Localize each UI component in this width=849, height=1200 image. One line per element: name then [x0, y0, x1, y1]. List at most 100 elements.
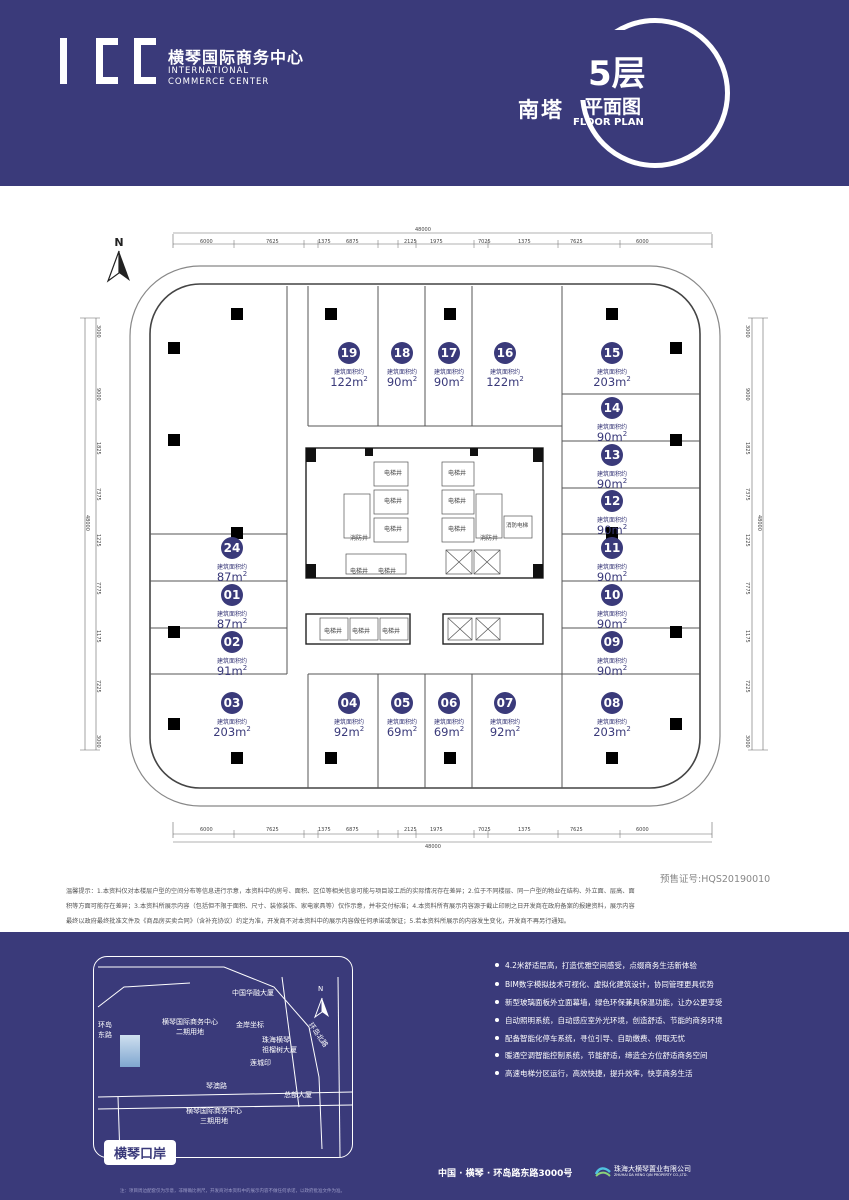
unit-area-number: 69m	[386, 725, 413, 739]
unit-area-label: 建筑面积约	[433, 719, 464, 726]
feature-7: 高速电梯分区运行，高效快捷，提升效率，快享商务生活	[495, 1069, 693, 1078]
unit-area-value: 203m2	[587, 725, 637, 739]
dim-right-9: 3000	[744, 735, 750, 748]
unit-area-value: 122m2	[324, 375, 374, 389]
map-roads	[97, 966, 352, 1157]
core-shaft-11: 电梯井	[382, 628, 401, 635]
unit-number-05: 05	[391, 692, 413, 714]
unit-number-11: 11	[601, 537, 623, 559]
brand-name-en-1: INTERNATIONAL	[168, 66, 250, 76]
unit-area-value: 203m2	[587, 375, 637, 389]
unit-area-label: 建筑面积约	[596, 658, 627, 665]
unit-area-unit: 2	[412, 375, 418, 384]
unit-area-label: 建筑面积约	[216, 719, 247, 726]
logo-bar-5	[134, 38, 141, 84]
feature-2: BIM数字模拟技术可视化、虚拟化建筑设计，协同管理更具优势	[495, 980, 714, 989]
brand-name-en-2: COMMERCE CENTER	[168, 77, 270, 87]
dim-left-7: 1175	[95, 630, 101, 643]
core-shaft-7: 电梯井	[350, 568, 369, 575]
unit-area-unit: 2	[359, 725, 365, 734]
dim-left-2: 9000	[95, 388, 101, 401]
unit-area-value: 90m2	[587, 430, 637, 444]
core-shaft-6: 电梯井	[448, 526, 467, 533]
core-fire-stair-1: 消防井	[350, 535, 369, 542]
unit-area-number: 90m	[433, 375, 460, 389]
location-map: N	[93, 956, 353, 1158]
unit-area-value: 87m2	[207, 570, 257, 584]
dim-bottom-4: 6875	[346, 827, 359, 833]
dim-bottom-total: 48000	[425, 844, 441, 850]
unit-area-unit: 2	[459, 725, 465, 734]
unit-area-label: 建筑面积约	[489, 719, 520, 726]
unit-number-08: 08	[601, 692, 623, 714]
unit-area-unit: 2	[626, 725, 631, 734]
dim-right-5: 1225	[744, 534, 750, 547]
disclaimer-line-2: 积等方面可能存在差异；3.本资料所展示内容（包括但不限于面积、尺寸、装修装饰、家…	[66, 903, 635, 910]
unit-area-number: 203m	[213, 725, 247, 739]
unit-area-unit: 2	[622, 617, 628, 626]
dim-top-2: 7625	[266, 239, 279, 245]
unit-area-unit: 2	[519, 375, 524, 384]
unit-number-13: 13	[601, 444, 623, 466]
unit-area-number: 203m	[593, 725, 627, 739]
map-place-6: 祖榴树大厦	[262, 1046, 297, 1054]
core-shaft-4: 电梯井	[448, 470, 467, 477]
north-arrow: N	[106, 236, 132, 287]
dim-right-7: 1175	[744, 630, 750, 643]
logo-bar-2	[96, 38, 103, 84]
core-shaft-10: 电梯井	[352, 628, 371, 635]
floor-number: 5层	[588, 54, 646, 94]
unit-area-value: 92m2	[480, 725, 530, 739]
unit-area-label: 建筑面积约	[596, 611, 627, 618]
unit-number-10: 10	[601, 584, 623, 606]
feature-3: 新型玻璃面板外立面幕墙，绿色环保兼具保温功能，让办公更享受	[495, 998, 723, 1007]
unit-area-label: 建筑面积约	[596, 719, 627, 726]
unit-area-unit: 2	[622, 570, 628, 579]
building-icon	[120, 1035, 140, 1067]
unit-area-label: 建筑面积约	[596, 369, 627, 376]
plan-title-cn: 平面图	[584, 96, 642, 118]
unit-area-unit: 2	[242, 570, 248, 579]
dim-bottom-6: 1975	[430, 827, 443, 833]
unit-number-02: 02	[221, 631, 243, 653]
unit-area-value: 69m2	[377, 725, 427, 739]
unit-number-06: 06	[438, 692, 460, 714]
company-name-en: ZHUHAI DA HENG QIN PROPERTY CO.,LTD.	[614, 1173, 688, 1177]
map-place-8: 总部大厦	[284, 1091, 312, 1099]
feature-1: 4.2米舒适层高，打造优雅空间感受，点缀商务生活新体验	[495, 961, 697, 970]
brand-name-cn: 横琴国际商务中心	[168, 48, 305, 67]
dim-top-7: 7025	[478, 239, 491, 245]
map-place-2: 横琴国际商务中心	[162, 1018, 218, 1026]
logo-bar-3	[96, 38, 118, 45]
unit-area-number: 87m	[216, 617, 243, 631]
unit-area-number: 90m	[596, 523, 623, 537]
dim-right-2: 9000	[744, 388, 750, 401]
logo-bar-7	[134, 77, 156, 84]
unit-area-number: 122m	[486, 375, 520, 389]
core-shaft-5: 电梯井	[448, 498, 467, 505]
unit-area-number: 90m	[596, 477, 623, 491]
unit-number-07: 07	[494, 692, 516, 714]
company-name: 珠海大横琴置业有限公司	[614, 1165, 691, 1173]
disclaimer-line-1: 温馨提示：1.本资料仅对本楼层户型的空间分布等信息进行示意，本资料中的房号、面积…	[66, 888, 635, 895]
plan-title-en: FLOOR PLAN	[573, 117, 644, 128]
dim-right-1: 3000	[744, 325, 750, 338]
map-place-10: 三期用地	[200, 1117, 228, 1125]
map-place-4: 金岸坐标	[236, 1021, 264, 1029]
logo-bar-4	[96, 77, 118, 84]
unit-area-number: 90m	[596, 570, 623, 584]
tower-label: 南塔	[518, 98, 564, 122]
dim-right-3: 1825	[744, 442, 750, 455]
map-road-1: 环岛东路	[98, 1021, 112, 1039]
disclaimer-line-3: 最终以政府最终批准文件及《商品房买卖合同》（含补充协议）约定为准，开发商不对本资…	[66, 918, 570, 925]
dim-top-9: 7625	[570, 239, 583, 245]
unit-area-unit: 2	[622, 430, 628, 439]
dim-left-8: 7225	[95, 680, 101, 693]
unit-area-unit: 2	[242, 617, 248, 626]
dim-bottom-7: 7025	[478, 827, 491, 833]
dim-left-3: 1825	[95, 442, 101, 455]
address: 中国 · 横琴 · 环岛路东路3000号	[438, 1169, 573, 1179]
unit-area-unit: 2	[626, 375, 631, 384]
unit-area-unit: 2	[622, 664, 628, 673]
map-note: 注：项目周边配套仅为示意，非精确比例尺，开发商对本资料中的展示内容不做任何承诺，…	[120, 1189, 345, 1194]
